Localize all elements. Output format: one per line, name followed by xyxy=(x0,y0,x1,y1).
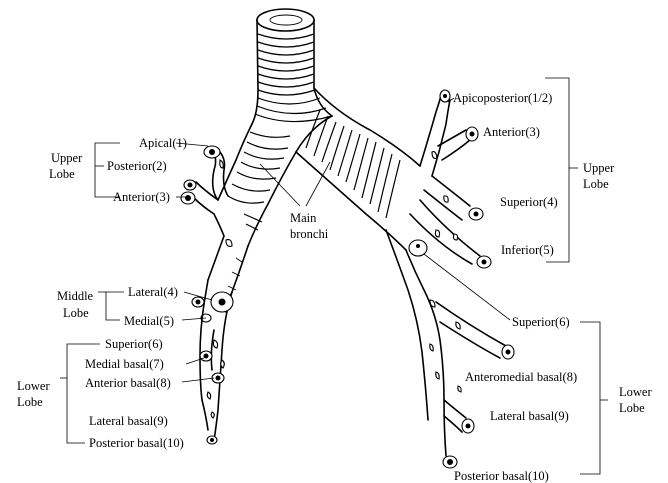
label-posterior-basal-10-right: Posterior basal(10) xyxy=(454,469,549,483)
label-superior-6-right: Superior(6) xyxy=(512,315,570,329)
label-lateral-basal-9-right: Lateral basal(9) xyxy=(490,409,569,423)
left-upper-lobe-label-line2: Lobe xyxy=(49,167,75,181)
main-bronchi-label-line1: Main xyxy=(290,211,317,225)
label-superior-6-left: Superior(6) xyxy=(105,337,163,351)
left-middle-lobe-label-line1: Middle xyxy=(57,289,94,303)
right-lower-lobe-label-line1: Lower xyxy=(619,385,652,399)
trachea xyxy=(252,9,332,124)
label-apical-1: Apical(1) xyxy=(139,136,187,150)
labels-right: Apicoposterior(1/2) Anterior(3) Superior… xyxy=(453,91,652,483)
label-apicoposterior-1-2: Apicoposterior(1/2) xyxy=(453,91,552,105)
right-lower-lobe-label-line2: Lobe xyxy=(619,401,645,415)
label-lateral-4: Lateral(4) xyxy=(128,285,178,299)
label-anterior-3-right: Anterior(3) xyxy=(483,125,540,139)
left-lower-lobe-label-line1: Lower xyxy=(17,379,50,393)
left-lower-lobe-label-line2: Lobe xyxy=(17,395,43,409)
left-upper-lobe-label-line1: Upper xyxy=(51,151,83,165)
left-middle-lobe-label-line2: Lobe xyxy=(63,306,89,320)
label-anterior-basal-8: Anterior basal(8) xyxy=(85,376,171,390)
label-lateral-basal-9-left: Lateral basal(9) xyxy=(89,414,168,428)
label-posterior-2: Posterior(2) xyxy=(107,159,167,173)
labels-left: Upper Lobe Apical(1) Posterior(2) Anteri… xyxy=(17,136,187,450)
label-anterior-3-left: Anterior(3) xyxy=(113,190,170,204)
label-superior-4: Superior(4) xyxy=(500,195,558,209)
label-anteromedial-basal-8: Anteromedial basal(8) xyxy=(465,370,577,384)
right-upper-lobe-label-line1: Upper xyxy=(583,161,615,175)
label-posterior-basal-10-left: Posterior basal(10) xyxy=(89,436,184,450)
right-lower-lobe-branches xyxy=(200,304,224,444)
bronchial-tree xyxy=(181,9,514,468)
right-upper-lobe-branches xyxy=(181,146,232,246)
left-lower-lobe-branches xyxy=(386,230,514,468)
label-medial-5: Medial(5) xyxy=(124,314,174,328)
label-inferior-5: Inferior(5) xyxy=(501,243,554,257)
main-bronchi-label-line2: bronchi xyxy=(290,227,329,241)
labels-center: Main bronchi xyxy=(290,211,329,241)
right-main-bronchus xyxy=(208,116,332,440)
right-upper-lobe-label-line2: Lobe xyxy=(583,177,609,191)
left-main-bronchus xyxy=(296,88,420,250)
label-medial-basal-7: Medial basal(7) xyxy=(85,357,164,371)
